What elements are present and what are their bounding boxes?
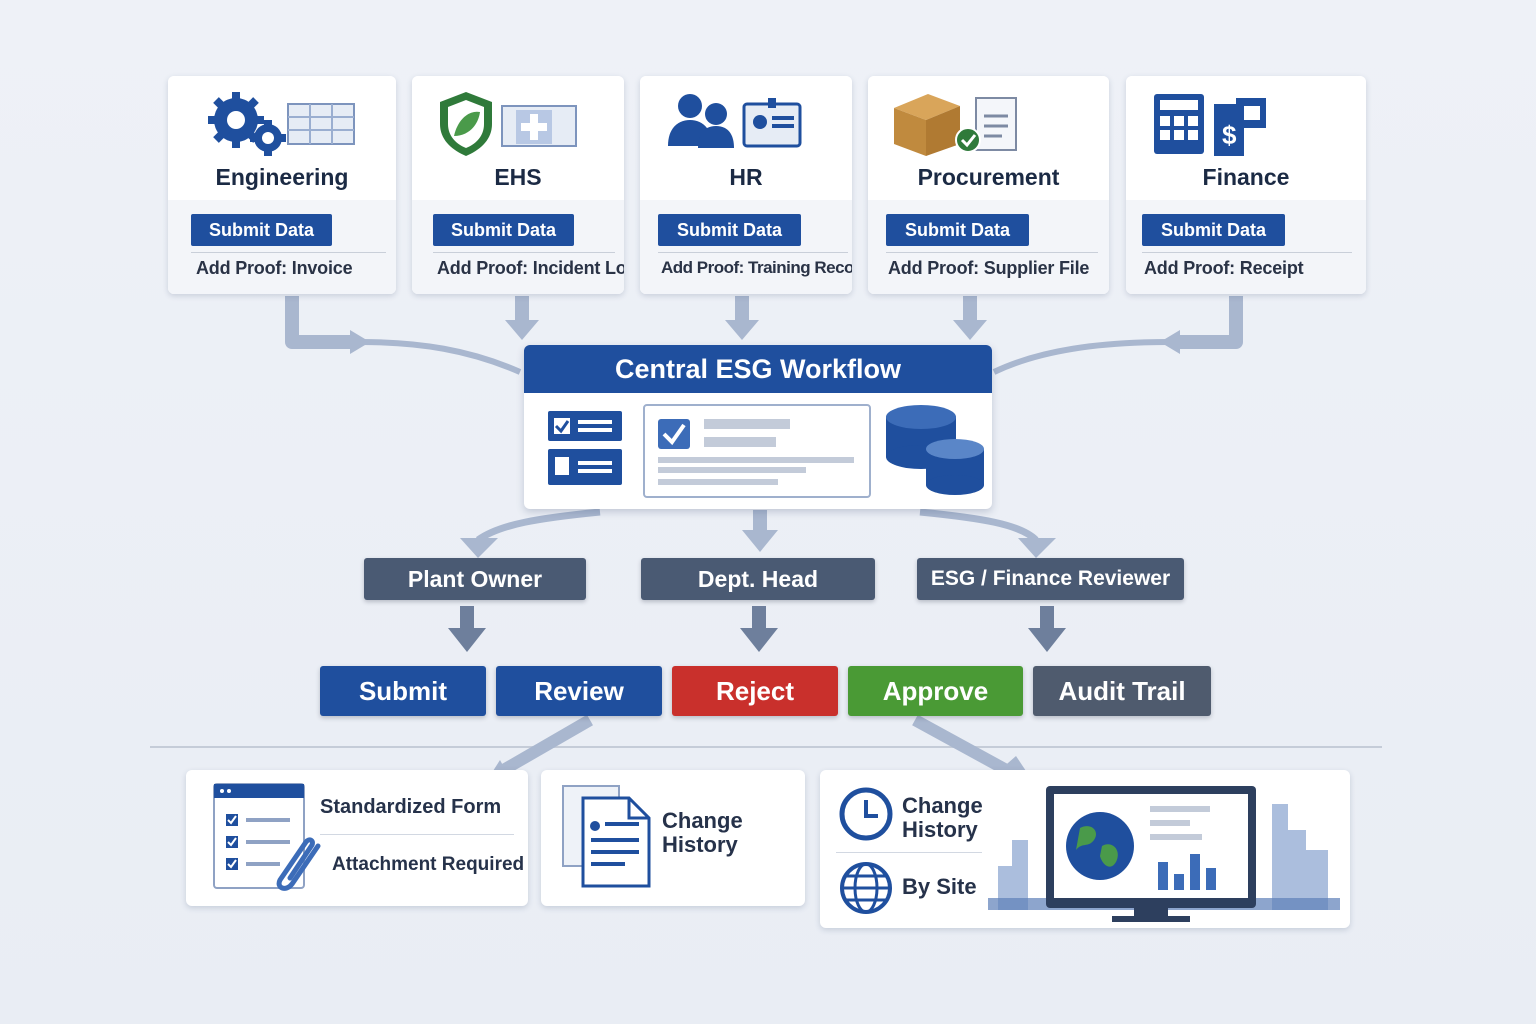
form-clip-icon: [213, 783, 321, 891]
reject-button[interactable]: Reject: [672, 666, 838, 716]
calculator-dollar-icon: $: [1154, 94, 1266, 156]
checklist-icon: [548, 411, 622, 485]
department-card-procurement: Procurement Submit Data Add Proof: Suppl…: [868, 76, 1109, 294]
add-proof-link[interactable]: Add Proof: Incident Log: [437, 258, 624, 278]
database-icon: [886, 405, 984, 495]
change-history-line2: History: [662, 832, 738, 857]
divider: [658, 252, 848, 253]
role-esg-finance-reviewer: ESG / Finance Reviewer: [917, 558, 1184, 600]
department-card-hr: HR Submit Data Add Proof: Training Recor…: [640, 76, 852, 294]
submit-data-button[interactable]: Submit Data: [433, 214, 574, 246]
change-history-card: Change History: [541, 770, 805, 906]
central-workflow-panel: Central ESG Workflow: [524, 345, 992, 509]
department-title: Procurement: [917, 164, 1060, 190]
submit-data-button[interactable]: Submit Data: [191, 214, 332, 246]
box-document-icon: [894, 94, 1017, 156]
divider: [836, 852, 982, 853]
approve-button[interactable]: Approve: [848, 666, 1023, 716]
divider: [320, 834, 514, 835]
people-badge-icon: [668, 94, 802, 148]
department-title: Finance: [1202, 164, 1290, 190]
add-proof-link[interactable]: Add Proof: Training Record: [661, 258, 852, 277]
add-proof-link[interactable]: Add Proof: Supplier File: [888, 258, 1090, 278]
attachment-required-label: Attachment Required: [332, 854, 525, 875]
divider: [191, 252, 386, 253]
change-history-line2: History: [902, 817, 978, 842]
role-dept-head: Dept. Head: [641, 558, 875, 600]
department-title: HR: [729, 164, 763, 190]
divider: [1142, 252, 1352, 253]
submit-button[interactable]: Submit: [320, 666, 486, 716]
submit-data-button[interactable]: Submit Data: [1142, 214, 1285, 246]
review-button[interactable]: Review: [496, 666, 662, 716]
globe-icon: [840, 862, 892, 914]
change-history-line1: Change: [662, 808, 743, 833]
department-card-finance: $ Finance Submit Data Add Proof: Receipt: [1126, 76, 1366, 294]
dashboard-card: Change History By Site: [820, 770, 1350, 928]
department-title: Engineering: [215, 164, 349, 190]
standardized-form-card: Standardized Form Attachment Required: [186, 770, 528, 906]
central-workflow-title: Central ESG Workflow: [524, 345, 992, 393]
change-history-line1: Change: [902, 793, 983, 818]
divider: [886, 252, 1098, 253]
department-card-engineering: Engineering Submit Data Add Proof: Invoi…: [168, 76, 396, 294]
svg-text:$: $: [1222, 120, 1237, 150]
divider: [433, 252, 615, 253]
role-plant-owner: Plant Owner: [364, 558, 586, 600]
clock-icon: [839, 787, 893, 841]
monitor-dashboard-icon: [988, 786, 1340, 922]
standardized-form-label: Standardized Form: [320, 796, 502, 818]
form-preview-icon: [643, 404, 871, 498]
audit-trail-button[interactable]: Audit Trail: [1033, 666, 1211, 716]
department-title: EHS: [494, 164, 542, 190]
shield-leaf-icon: [440, 92, 577, 156]
submit-data-button[interactable]: Submit Data: [886, 214, 1029, 246]
documents-icon: [562, 785, 651, 888]
gears-icon: [208, 92, 355, 156]
submit-data-button[interactable]: Submit Data: [658, 214, 801, 246]
department-card-ehs: EHS Submit Data Add Proof: Incident Log: [412, 76, 624, 294]
add-proof-link[interactable]: Add Proof: Receipt: [1144, 258, 1304, 278]
by-site-label: By Site: [902, 874, 977, 899]
add-proof-link[interactable]: Add Proof: Invoice: [196, 258, 353, 278]
